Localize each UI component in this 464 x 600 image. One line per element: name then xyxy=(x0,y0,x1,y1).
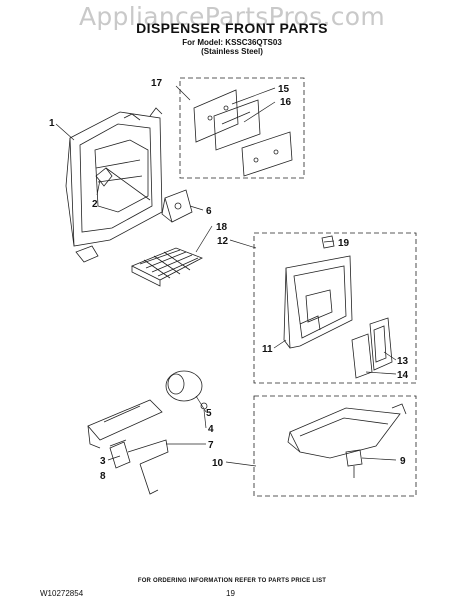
callout-6: 6 xyxy=(206,206,212,217)
callout-7: 7 xyxy=(208,440,214,451)
part-module-6 xyxy=(161,189,193,223)
part-grille-18 xyxy=(131,247,203,287)
page-number: 19 xyxy=(226,589,235,598)
callout-17: 17 xyxy=(151,78,163,89)
callout-11: 11 xyxy=(262,344,273,355)
part-lens-13 xyxy=(369,317,393,371)
callout-12: 12 xyxy=(217,236,229,247)
part-lens-14 xyxy=(351,333,373,379)
group-box-middle xyxy=(253,232,417,384)
part-connector-9 xyxy=(345,449,363,478)
callout-16: 16 xyxy=(280,97,292,108)
callout-14: 14 xyxy=(397,370,409,381)
part-housing-12 xyxy=(283,255,353,349)
document-number: W10272854 xyxy=(40,589,84,598)
part-lever-2 xyxy=(95,167,151,201)
part-tray-10 xyxy=(287,403,407,459)
callout-5: 5 xyxy=(206,408,212,419)
model-line: For Model: KSSC36QTS03 xyxy=(182,38,282,47)
callout-8: 8 xyxy=(100,471,106,482)
part-link-8 xyxy=(109,441,131,469)
group-box-lower xyxy=(253,395,417,497)
callout-9: 9 xyxy=(400,456,406,467)
part-clip-19 xyxy=(321,235,335,249)
callout-13: 13 xyxy=(397,356,409,367)
part-motor-5 xyxy=(165,370,203,402)
part-lever-7 xyxy=(127,439,169,495)
ordering-note: FOR ORDERING INFORMATION REFER TO PARTS … xyxy=(137,578,327,584)
callout-18: 18 xyxy=(216,222,228,233)
callout-4: 4 xyxy=(208,424,214,435)
callout-15: 15 xyxy=(278,84,290,95)
part-bracket-17 xyxy=(193,89,239,143)
callout-2: 2 xyxy=(92,199,98,210)
watermark: AppliancePartsPros.com xyxy=(78,2,386,31)
part-bracket-16 xyxy=(241,131,293,177)
part-bracket-15 xyxy=(213,99,261,151)
page-title: DISPENSER FRONT PARTS xyxy=(136,20,328,36)
callout-10: 10 xyxy=(212,458,224,469)
finish-line: (Stainless Steel) xyxy=(201,47,263,56)
part-housing xyxy=(65,107,163,263)
callout-19: 19 xyxy=(338,238,350,249)
callout-3: 3 xyxy=(100,456,106,467)
callout-1: 1 xyxy=(49,118,55,129)
part-bracket-3 xyxy=(87,399,163,449)
